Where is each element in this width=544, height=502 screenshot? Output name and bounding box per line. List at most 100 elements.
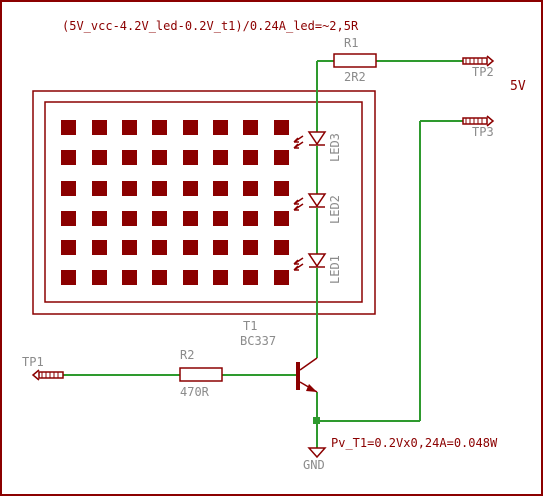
matrix-led-cell xyxy=(183,181,198,196)
matrix-led-cell xyxy=(274,240,289,255)
diode-triangle-icon xyxy=(307,193,327,208)
matrix-led-cell xyxy=(92,270,107,285)
matrix-led-cell xyxy=(274,211,289,226)
matrix-led-cell xyxy=(61,240,76,255)
r2-value: 470R xyxy=(180,385,210,399)
t1-part: BC337 xyxy=(240,334,276,348)
tp1-body xyxy=(38,371,64,379)
tp1-arrow-icon xyxy=(31,369,40,381)
ground-icon xyxy=(307,447,327,459)
led-led3[interactable]: LED3 xyxy=(293,131,342,162)
r2-body xyxy=(179,367,223,382)
matrix-led-cell xyxy=(243,181,258,196)
led-ref-label: LED1 xyxy=(328,255,342,284)
matrix-led-cell xyxy=(274,270,289,285)
light-emission-arrow-icon xyxy=(293,257,304,265)
matrix-led-cell xyxy=(92,120,107,135)
matrix-led-cell xyxy=(122,150,137,165)
matrix-led-cell xyxy=(183,120,198,135)
matrix-led-cell xyxy=(243,240,258,255)
matrix-led-cell xyxy=(122,211,137,226)
testpoint-tp3[interactable]: TP3 xyxy=(462,115,495,139)
matrix-led-cell xyxy=(243,270,258,285)
matrix-led-cell xyxy=(92,150,107,165)
matrix-inner-frame xyxy=(44,101,363,303)
transistor-t1[interactable]: T1 BC337 xyxy=(240,319,318,393)
supply-label: 5V xyxy=(510,79,526,94)
matrix-led-cell xyxy=(213,181,228,196)
matrix-led-cell xyxy=(243,211,258,226)
matrix-led-cell xyxy=(213,270,228,285)
light-emission-arrow-icon xyxy=(293,197,304,205)
matrix-led-cell xyxy=(213,240,228,255)
matrix-led-cell xyxy=(92,240,107,255)
ground-symbol: GND xyxy=(303,447,327,472)
matrix-led-cell xyxy=(274,120,289,135)
tp3-arrow-icon xyxy=(486,115,495,127)
matrix-led-cell xyxy=(152,211,167,226)
matrix-outer-frame xyxy=(32,90,376,315)
r1-body xyxy=(333,53,377,68)
junction-dot xyxy=(313,417,320,424)
t1-emitter-arrow-icon xyxy=(306,384,317,392)
led-led2[interactable]: LED2 xyxy=(293,193,342,224)
matrix-led-cell xyxy=(122,270,137,285)
diode-triangle-icon xyxy=(307,131,327,146)
light-emission-arrow-icon xyxy=(293,203,304,211)
matrix-led-cell xyxy=(122,181,137,196)
matrix-led-cell xyxy=(92,181,107,196)
matrix-led-cell xyxy=(61,150,76,165)
matrix-led-cell xyxy=(122,240,137,255)
tp2-arrow-icon xyxy=(486,55,495,67)
r2-ref: R2 xyxy=(180,348,194,362)
matrix-led-cell xyxy=(213,211,228,226)
tp2-body xyxy=(462,57,488,65)
led-ref-label: LED3 xyxy=(328,133,342,162)
matrix-led-cell xyxy=(152,150,167,165)
matrix-led-cell xyxy=(152,240,167,255)
matrix-led-cell xyxy=(183,240,198,255)
tp2-hatch xyxy=(465,58,483,64)
matrix-led-cell xyxy=(122,120,137,135)
matrix-led-cell xyxy=(274,181,289,196)
tp1-ref: TP1 xyxy=(22,355,44,369)
resistor-r1[interactable]: R1 2R2 xyxy=(333,36,377,84)
matrix-led-cell xyxy=(243,120,258,135)
tp1-hatch xyxy=(41,372,59,378)
power-note: Pv_T1=0.2Vx0,24A=0.048W xyxy=(331,436,498,450)
light-emission-arrow-icon xyxy=(293,141,304,149)
matrix-led-cell xyxy=(243,150,258,165)
matrix-led-cell xyxy=(152,181,167,196)
led-matrix-grid xyxy=(61,120,289,285)
matrix-led-cell xyxy=(61,270,76,285)
light-emission-arrow-icon xyxy=(293,263,304,271)
matrix-led-cell xyxy=(183,211,198,226)
matrix-led-cell xyxy=(61,211,76,226)
matrix-led-cell xyxy=(61,120,76,135)
matrix-led-cell xyxy=(61,181,76,196)
led-led1[interactable]: LED1 xyxy=(293,253,342,284)
matrix-led-cell xyxy=(152,120,167,135)
matrix-led-cell xyxy=(213,120,228,135)
wires xyxy=(63,60,463,448)
matrix-led-cell xyxy=(183,150,198,165)
testpoint-tp2[interactable]: TP2 xyxy=(462,55,495,79)
tp3-ref: TP3 xyxy=(472,125,494,139)
gnd-label: GND xyxy=(303,458,325,472)
resistor-r2[interactable]: R2 470R xyxy=(179,348,223,399)
r1-ref: R1 xyxy=(344,36,358,50)
matrix-led-cell xyxy=(92,211,107,226)
matrix-led-cell xyxy=(213,150,228,165)
t1-ref: T1 xyxy=(243,319,257,333)
formula-text: (5V_vcc-4.2V_led-0.2V_t1)/0.24A_led=~2,5… xyxy=(62,19,359,33)
testpoint-tp1[interactable]: TP1 xyxy=(22,355,64,381)
diode-triangle-icon xyxy=(307,253,327,268)
tp3-body xyxy=(462,117,488,125)
tp3-hatch xyxy=(465,118,483,124)
t1-collector-leg xyxy=(299,357,318,371)
matrix-led-cell xyxy=(183,270,198,285)
